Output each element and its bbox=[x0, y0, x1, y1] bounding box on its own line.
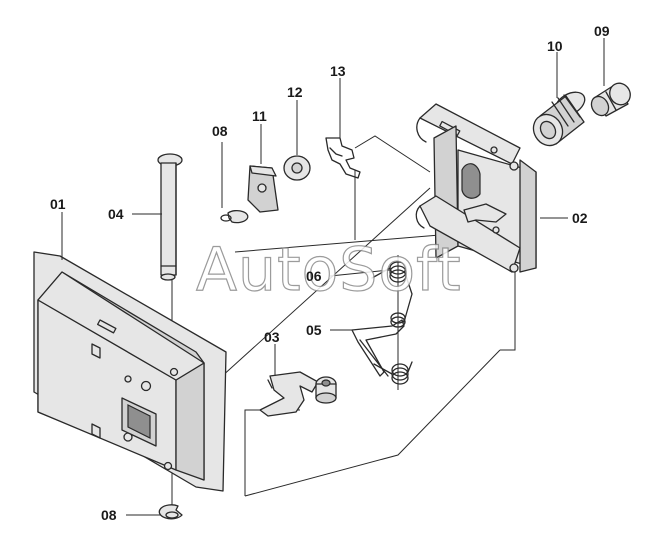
part-04-pin bbox=[157, 153, 183, 281]
assembly-line-bottom-long bbox=[244, 349, 501, 497]
part-05-spring-lever bbox=[351, 319, 405, 377]
assembly-lines bbox=[171, 135, 516, 508]
callout-12: 12 bbox=[287, 84, 303, 100]
callout-09: 09 bbox=[594, 23, 610, 39]
part-08-e-ring-upper bbox=[220, 209, 249, 224]
spring-upper bbox=[371, 261, 413, 323]
callout-03: 03 bbox=[264, 329, 280, 345]
spring-lower bbox=[373, 361, 413, 385]
part-08-e-ring-lower bbox=[158, 504, 183, 520]
callout-04: 04 bbox=[108, 206, 124, 222]
callout-13: 13 bbox=[330, 63, 346, 79]
assembly-line-upper-diag bbox=[219, 187, 431, 379]
part-11-clip-plate bbox=[247, 165, 279, 213]
leader-06 bbox=[329, 269, 391, 277]
callout-08-lower: 08 bbox=[101, 507, 117, 523]
part-09-plug bbox=[590, 82, 631, 117]
callout-05: 05 bbox=[306, 322, 322, 338]
callout-08-upper: 08 bbox=[212, 123, 228, 139]
part-01-base-plate bbox=[33, 251, 227, 492]
assembly-line-top bbox=[354, 135, 431, 173]
part-13-spring-clip bbox=[325, 137, 361, 179]
spring-middle bbox=[390, 312, 406, 328]
callout-06: 06 bbox=[306, 268, 322, 284]
callout-10: 10 bbox=[547, 38, 563, 54]
callout-labels: 01 02 03 04 05 06 08 08 09 10 11 12 13 bbox=[50, 23, 610, 523]
callout-11: 11 bbox=[252, 108, 267, 124]
part-12-washer bbox=[283, 155, 311, 181]
part-10-lock-cylinder bbox=[532, 91, 586, 147]
watermark-text: AutoSoft bbox=[196, 235, 462, 305]
callout-02: 02 bbox=[572, 210, 588, 226]
leader-lines bbox=[61, 38, 605, 516]
assembly-line-right-vertical bbox=[500, 272, 516, 351]
part-03-latch-lever bbox=[259, 371, 337, 417]
part-06-torsion-springs bbox=[371, 261, 413, 385]
callout-01: 01 bbox=[50, 196, 66, 212]
part-02-bracket bbox=[415, 103, 537, 273]
